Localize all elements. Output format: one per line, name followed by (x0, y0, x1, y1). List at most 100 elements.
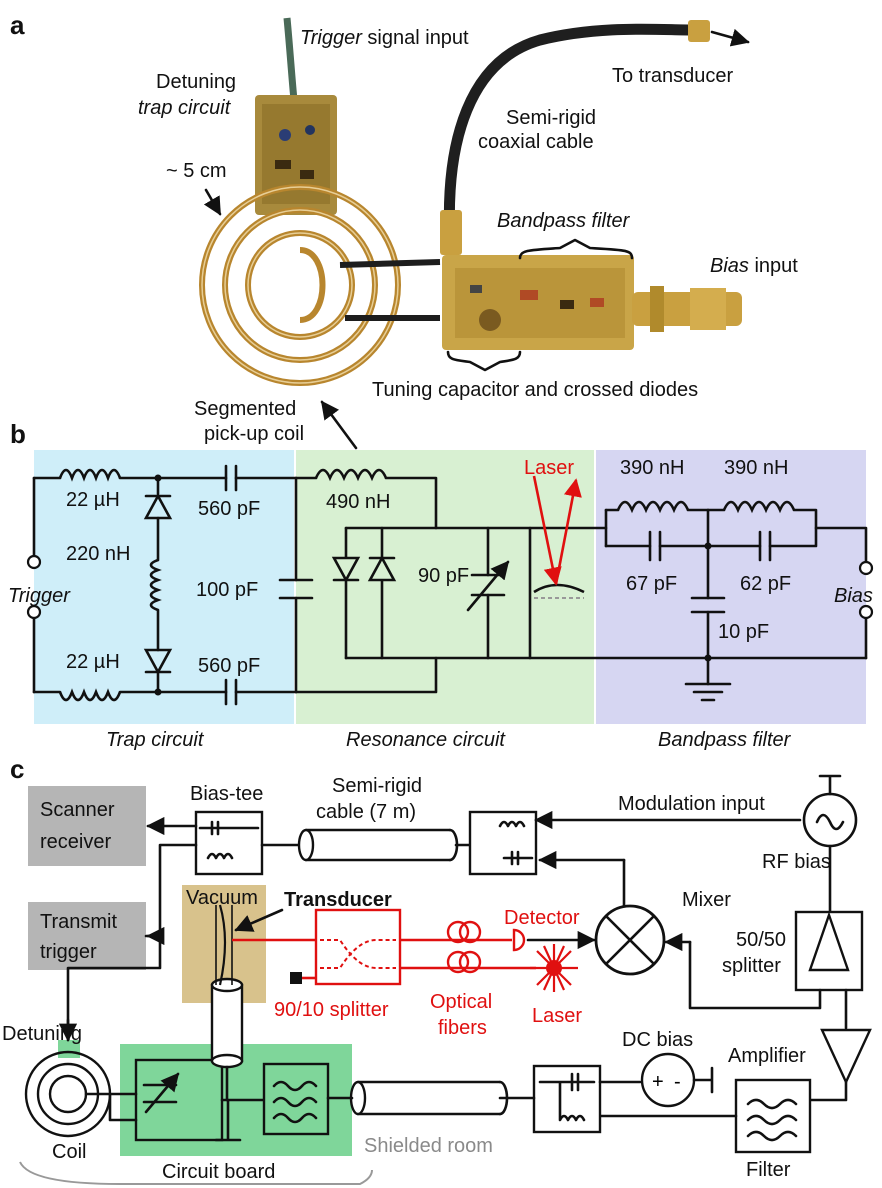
optical-path (232, 908, 596, 992)
trap-circuit-label: trap circuit (138, 97, 232, 119)
bandpass-region (596, 450, 866, 724)
scanner-receiver-box (28, 786, 146, 866)
transmit-trigger-label-2: trigger (40, 941, 97, 963)
dc-bias-source (640, 1052, 696, 1108)
detuning-setup-label: Detuning (2, 1023, 82, 1045)
laser-label: Laser (524, 457, 574, 479)
detector-label: Detector (504, 907, 580, 929)
fiber-loop-2 (446, 950, 470, 974)
segmented-label-2: pick-up coil (204, 423, 304, 445)
label-22uH-bottom: 22 µH (66, 651, 120, 673)
inductor-490nH (314, 468, 388, 482)
pickup-coil (199, 184, 401, 386)
inductor-22uH-bottom (58, 688, 122, 702)
resonance-circuit (294, 468, 868, 694)
label-90pF: 90 pF (418, 565, 469, 587)
capacitor-10pF (690, 596, 726, 614)
inductor-220nH (149, 558, 162, 612)
semi-rigid-label-2: coaxial cable (478, 131, 594, 153)
inductor-390nH-a (616, 500, 690, 514)
capacitor-62pF (758, 530, 772, 562)
svg-text:-: - (674, 1071, 681, 1093)
trigger-terminal-label: Trigger (8, 585, 71, 607)
bandpass-filter-title: Bandpass filter (658, 729, 792, 751)
panel-a-label: a (10, 10, 25, 40)
bias-terminal-bottom (858, 604, 874, 620)
resonance-circuit-title: Resonance circuit (346, 729, 506, 751)
bandpass-filter-photo-label: Bandpass filter (497, 210, 631, 232)
bias-tee-label: Bias-tee (190, 783, 263, 805)
to-transducer-arrow (710, 28, 750, 47)
label-560pF-bottom: 560 pF (198, 655, 260, 677)
segmented-label-1: Segmented (194, 398, 296, 420)
bandpass-circuit (604, 500, 874, 702)
optical-fibers-label-2: fibers (438, 1017, 487, 1039)
diode-forward (331, 556, 361, 583)
setup-wiring: + - (19, 774, 872, 1185)
semi-rigid-cable (443, 23, 691, 241)
inductor-390nH-b (722, 500, 796, 514)
laser-setup-label: Laser (532, 1005, 582, 1027)
dc-bias-label: DC bias (622, 1029, 693, 1051)
photo (199, 17, 742, 386)
label-100pF: 100 pF (196, 579, 258, 601)
coil-inner (48, 1074, 88, 1114)
scanner-receiver-label-2: receiver (40, 831, 111, 853)
label-490nH: 490 nH (326, 491, 391, 513)
trigger-terminal-top (26, 554, 42, 570)
splitter-5050-label-2: splitter (722, 955, 781, 977)
semi-rigid-cable-label-1: Semi-rigid (332, 775, 422, 797)
splitter-5050 (794, 910, 864, 992)
rf-bias-label: RF bias (762, 851, 831, 873)
transmit-trigger-label-1: Transmit (40, 911, 117, 933)
label-220nH: 220 nH (66, 543, 131, 565)
panel-c-label: c (10, 754, 24, 784)
filter-label: Filter (746, 1159, 791, 1181)
diode-bottom (143, 648, 173, 675)
sma-connector-top (688, 20, 710, 42)
scanner-receiver-label-1: Scanner (40, 799, 115, 821)
label-560pF-top: 560 pF (198, 498, 260, 520)
label-62pF: 62 pF (740, 573, 791, 595)
size-label: ~ 5 cm (166, 160, 227, 182)
semi-rigid-label-1: Semi-rigid (506, 107, 596, 129)
bias-input-label: Bias input (710, 255, 798, 277)
transducer-label: Transducer (284, 889, 392, 911)
fiber-terminator (290, 972, 302, 984)
detector (512, 928, 526, 952)
panel-b-label: b (10, 419, 26, 449)
fiber-loop-1 (446, 920, 470, 944)
trigger-wire (283, 17, 298, 101)
bias-terminal-label: Bias (834, 585, 873, 607)
tuning-label: Tuning capacitor and crossed diodes (372, 379, 698, 401)
diode-reverse (367, 555, 397, 582)
shielded-room-label: Shielded room (364, 1135, 493, 1157)
coil-label: Coil (52, 1141, 86, 1163)
amplifier-label: Amplifier (728, 1045, 806, 1067)
trap-circuit-title: Trap circuit (106, 729, 205, 751)
trigger-terminal-bottom (26, 604, 42, 620)
laser-beam-in (532, 475, 562, 586)
amplifier (820, 1028, 872, 1085)
svg-text:+: + (652, 1071, 664, 1093)
circuit-board-label: Circuit board (162, 1161, 275, 1183)
splitter-9010 (314, 908, 402, 986)
bias-terminal-top (858, 560, 874, 576)
coil-arrow (320, 400, 358, 450)
label-22uH-top: 22 µH (66, 489, 120, 511)
optical-fibers-label-1: Optical (430, 991, 492, 1013)
trap-circuit (26, 464, 314, 706)
modulation-input-label: Modulation input (618, 793, 765, 815)
label-10pF: 10 pF (718, 621, 769, 643)
label-390nH-a: 390 nH (620, 457, 685, 479)
detuning-label: Detuning (156, 71, 236, 93)
semi-rigid-cable-7m (304, 828, 452, 862)
ground-symbol (684, 682, 732, 702)
tuning-brace (446, 350, 522, 372)
label-390nH-b: 390 nH (724, 457, 789, 479)
vacuum-label: Vacuum (186, 887, 258, 909)
transmit-trigger-box (28, 902, 146, 970)
bias-tee-left (194, 810, 264, 876)
laser-beam-out (554, 478, 582, 585)
